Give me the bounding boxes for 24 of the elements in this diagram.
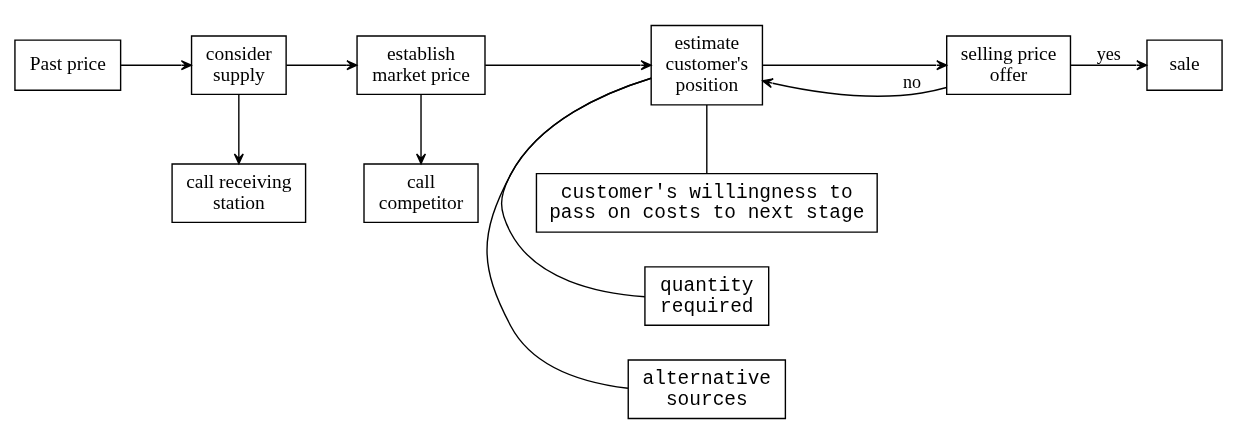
arrow [233,93,244,164]
connector [486,77,652,389]
edge-label: yes [1096,43,1121,64]
node-box: call receiving station [171,162,307,223]
edge-label: no [902,71,921,92]
arrow [762,59,948,70]
arrow [120,59,192,70]
arrow [484,59,652,70]
node-box: consider supply [190,34,287,95]
node-box: selling price offer [946,34,1072,95]
arrow [285,59,358,70]
connector [706,103,708,174]
node-box: Past price [14,38,122,91]
node-box: call competitor [363,162,479,223]
node-box: quantity required [644,265,770,326]
connector [500,77,652,297]
node-box: sale [1146,38,1223,91]
arrow [762,77,948,97]
node-box: estimate customer's position [650,24,764,106]
node-box: establish market price [356,34,486,95]
node-box: customer's willingness to pass on costs to next stage [535,172,878,233]
arrow [1069,59,1148,70]
arrow [415,93,427,164]
node-box: alternative sources [627,358,787,419]
